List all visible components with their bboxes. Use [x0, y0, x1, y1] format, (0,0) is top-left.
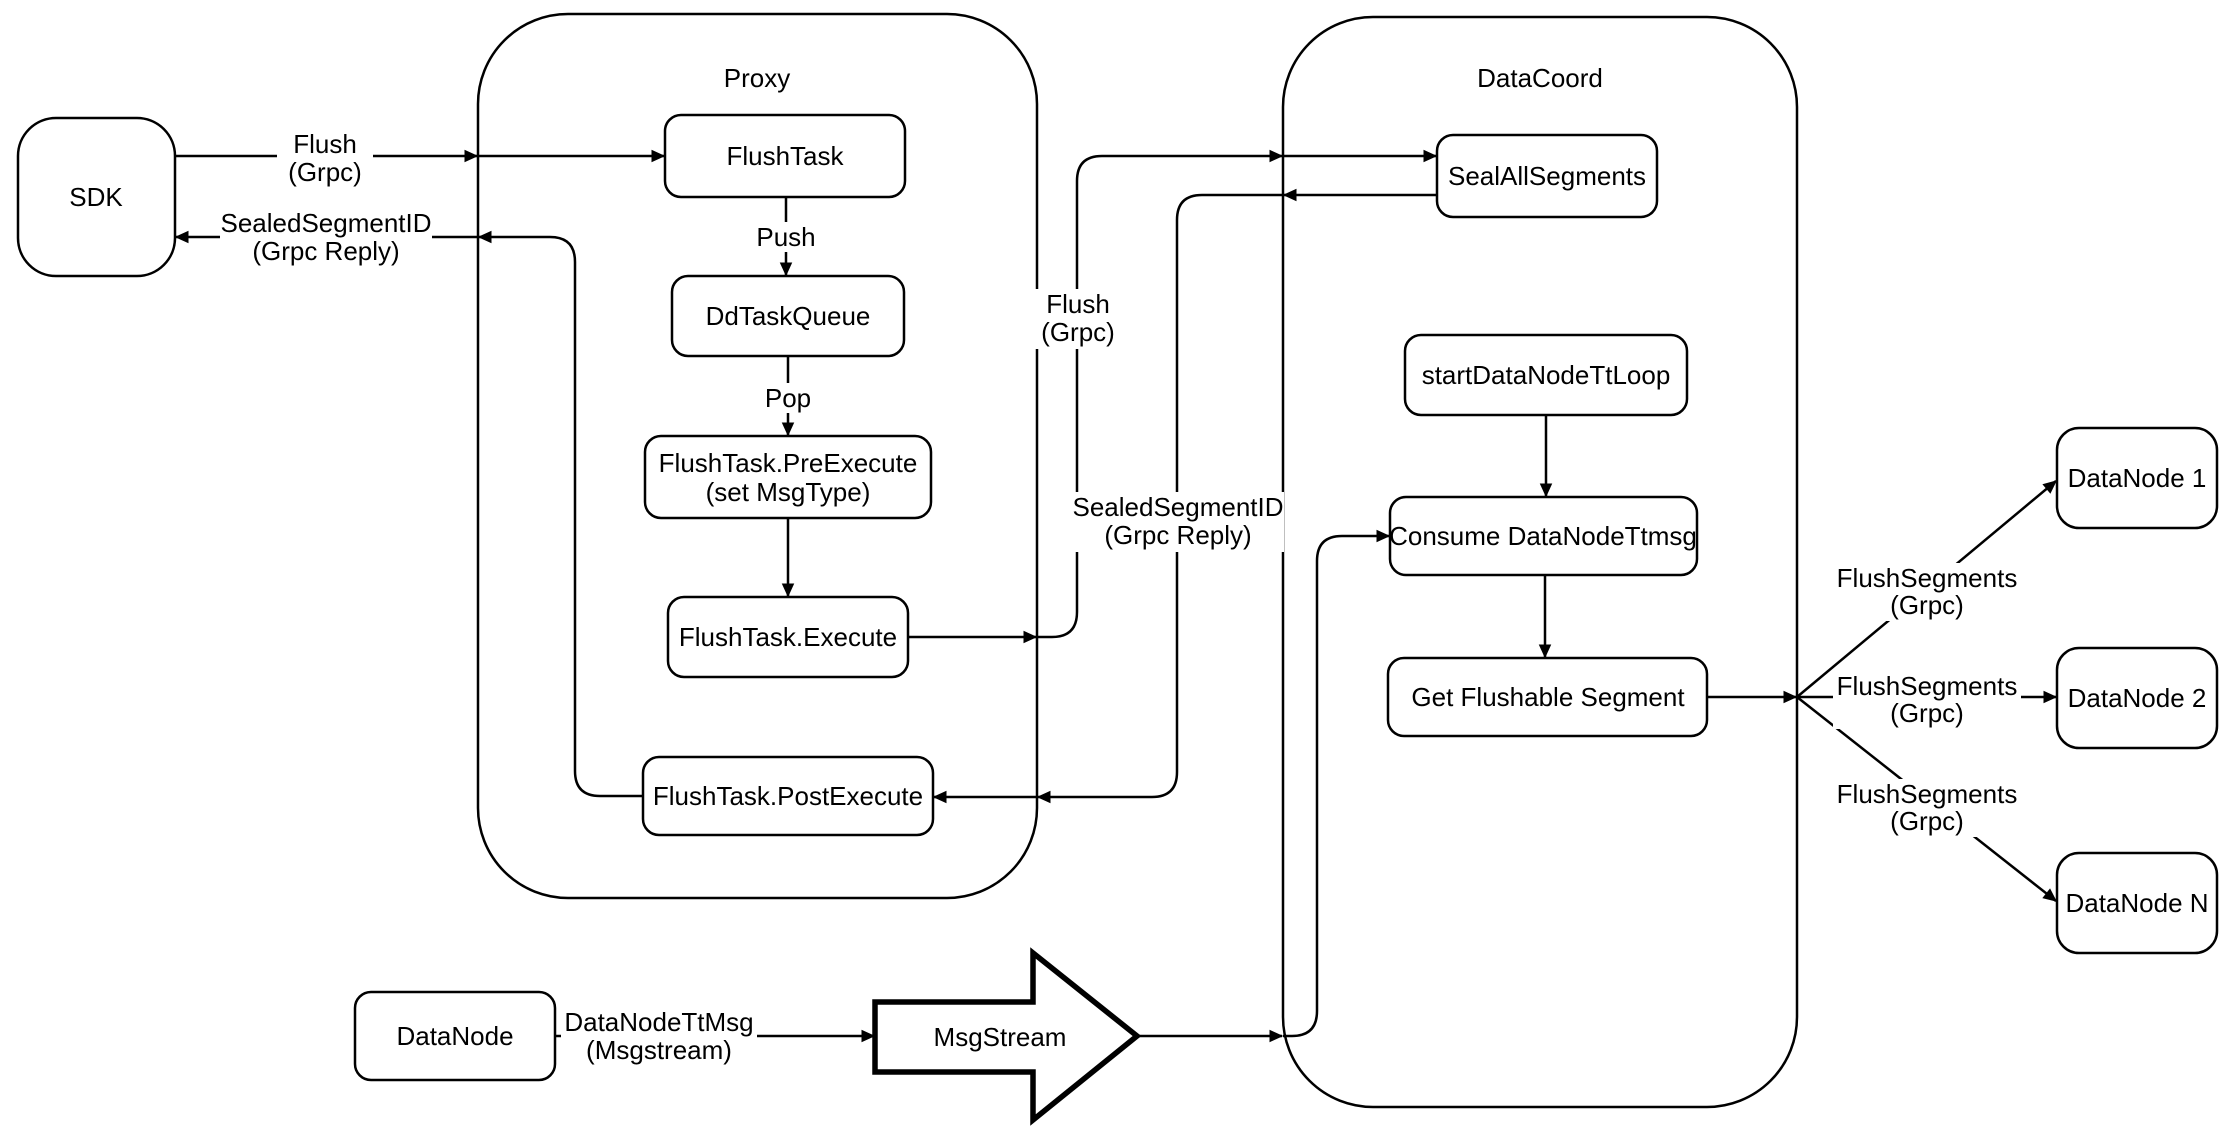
svg-text:(Grpc): (Grpc): [1890, 806, 1964, 836]
node-sealallsegments-box: [1435, 133, 1659, 219]
node-postexecute: FlushTask.PostExecute: [641, 755, 935, 837]
node-ddtaskqueue: DdTaskQueue: [670, 274, 906, 358]
datacoord-container-title: DataCoord: [1477, 63, 1603, 93]
node-datanode-2: DataNode 2: [2055, 646, 2219, 750]
edge-label-sealedsegmentid-sdk: SealedSegmentID (Grpc Reply): [220, 208, 432, 268]
node-startdatanodettloop-box: [1403, 333, 1689, 417]
svg-text:DataNodeTtMsg: DataNodeTtMsg: [564, 1007, 753, 1037]
edge-label-pop: Pop: [756, 383, 820, 413]
node-datanode-n-label: DataNode N: [2065, 888, 2208, 918]
container-datacoord: DataCoord: [1281, 15, 1799, 1109]
node-sealallsegments-label: SealAllSegments: [1448, 161, 1646, 191]
node-getflushablesegment-box: [1386, 656, 1709, 738]
svg-text:(Grpc Reply): (Grpc Reply): [1104, 520, 1251, 550]
node-startdatanodettloop-label: startDataNodeTtLoop: [1422, 360, 1671, 390]
node-postexecute-box: [641, 755, 935, 837]
edge-label-push: Push: [751, 222, 821, 252]
edge-getflushable-to-datanodes: FlushSegments (Grpc) FlushSegments (Grpc…: [1707, 480, 2058, 902]
node-getflushablesegment: Get Flushable Segment: [1386, 656, 1709, 738]
node-datanode-source: DataNode: [353, 990, 557, 1082]
svg-text:Push: Push: [756, 222, 815, 252]
node-msgstream-arrow-shape: [872, 947, 1142, 1126]
node-postexecute-label: FlushTask.PostExecute: [653, 781, 923, 811]
svg-text:SealedSegmentID: SealedSegmentID: [220, 208, 431, 238]
svg-text:SealedSegmentID: SealedSegmentID: [1072, 492, 1283, 522]
svg-text:FlushSegments: FlushSegments: [1837, 779, 2018, 809]
svg-text:(Msgstream): (Msgstream): [586, 1035, 732, 1065]
node-flushtask: FlushTask: [663, 113, 907, 199]
svg-text:Pop: Pop: [765, 383, 811, 413]
node-datanode-source-box: [353, 990, 557, 1082]
node-sealallsegments: SealAllSegments: [1435, 133, 1659, 219]
edge-label-flushsegments-2: FlushSegments (Grpc): [1833, 671, 2021, 729]
svg-text:(Grpc): (Grpc): [1890, 698, 1964, 728]
edge-execute-to-sealallsegments: Flush (Grpc): [908, 149, 1438, 644]
node-preexecute-box: [643, 434, 933, 520]
node-datanode-1-box: [2055, 426, 2219, 530]
svg-text:(Grpc Reply): (Grpc Reply): [252, 236, 399, 266]
datacoord-container-box: [1281, 15, 1799, 1109]
svg-text:(Grpc): (Grpc): [1890, 590, 1964, 620]
node-flushtask-box: [663, 113, 907, 199]
svg-text:FlushSegments: FlushSegments: [1837, 671, 2018, 701]
node-preexecute-label-line2: (set MsgType): [706, 477, 871, 507]
proxy-container-box: [476, 12, 1039, 900]
node-datanode-2-box: [2055, 646, 2219, 750]
edge-postexecute-to-sdk: SealedSegmentID (Grpc Reply): [174, 208, 643, 798]
node-msgstream: MsgStream: [872, 947, 1142, 1126]
edge-label-flushsegments-1: FlushSegments (Grpc): [1833, 563, 2021, 621]
proxy-container-title: Proxy: [724, 63, 790, 93]
edge-label-sealedsegmentid-mid: SealedSegmentID (Grpc Reply): [1072, 492, 1284, 552]
svg-text:FlushSegments: FlushSegments: [1837, 563, 2018, 593]
edge-label-flush-grpc-mid: Flush (Grpc): [1030, 289, 1126, 349]
svg-text:Flush: Flush: [293, 129, 357, 159]
edge-ddtaskqueue-to-preexecute: Pop: [756, 356, 820, 437]
node-datanode-2-label: DataNode 2: [2068, 683, 2207, 713]
edge-datanode-to-msgstream: DataNodeTtMsg (Msgstream): [555, 1007, 876, 1067]
node-execute-label: FlushTask.Execute: [679, 622, 897, 652]
node-datanode-n-box: [2055, 851, 2219, 955]
node-datanode-n: DataNode N: [2055, 851, 2219, 955]
edge-label-datanodettmsg: DataNodeTtMsg (Msgstream): [561, 1007, 757, 1067]
node-datanode-source-label: DataNode: [396, 1021, 513, 1051]
edge-flushtask-to-ddtaskqueue: Push: [751, 197, 821, 277]
svg-text:(Grpc): (Grpc): [1041, 317, 1115, 347]
node-consumedatanodettmsg-box: [1388, 495, 1699, 577]
svg-text:(Grpc): (Grpc): [288, 157, 362, 187]
container-proxy: Proxy: [476, 12, 1039, 900]
node-startdatanodettloop: startDataNodeTtLoop: [1403, 333, 1689, 417]
node-ddtaskqueue-label: DdTaskQueue: [706, 301, 871, 331]
node-msgstream-label: MsgStream: [934, 1022, 1067, 1052]
node-preexecute: FlushTask.PreExecute (set MsgType): [643, 434, 933, 520]
node-sdk-label: SDK: [69, 182, 123, 212]
node-flushtask-label: FlushTask: [726, 141, 844, 171]
node-execute-box: [666, 595, 910, 679]
node-consumedatanodettmsg: Consume DataNodeTtmsg: [1388, 495, 1699, 577]
svg-text:Flush: Flush: [1046, 289, 1110, 319]
edge-msgstream-to-consume: [1137, 529, 1391, 1043]
node-sdk: SDK: [16, 116, 177, 278]
edge-sdk-to-flushtask: Flush (Grpc): [175, 127, 666, 187]
node-datanode-1: DataNode 1: [2055, 426, 2219, 530]
node-preexecute-label-line1: FlushTask.PreExecute: [659, 448, 918, 478]
node-ddtaskqueue-box: [670, 274, 906, 358]
node-execute: FlushTask.Execute: [666, 595, 910, 679]
edge-label-flushsegments-3: FlushSegments (Grpc): [1833, 779, 2021, 837]
node-getflushablesegment-label: Get Flushable Segment: [1411, 682, 1685, 712]
edge-label-flush-grpc-sdk: Flush (Grpc): [277, 127, 373, 187]
node-sdk-box: [16, 116, 177, 278]
node-consumedatanodettmsg-label: Consume DataNodeTtmsg: [1389, 521, 1697, 551]
node-datanode-1-label: DataNode 1: [2068, 463, 2207, 493]
edge-sealallsegments-to-postexecute: SealedSegmentID (Grpc Reply): [932, 188, 1437, 804]
